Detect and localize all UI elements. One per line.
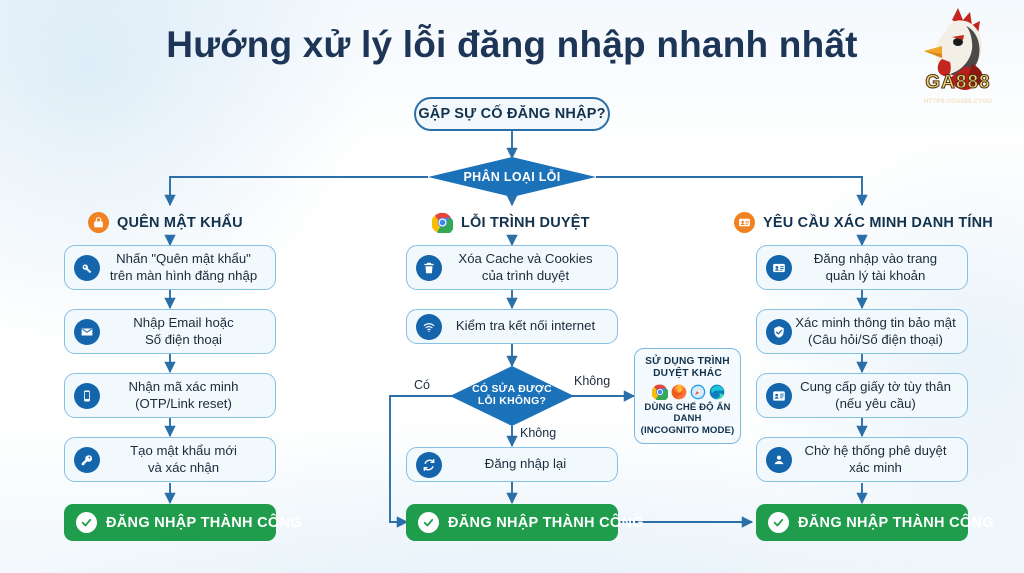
shield-check-icon xyxy=(766,318,792,345)
key-icon xyxy=(74,254,100,281)
success-browser-error-label: ĐĂNG NHẬP THÀNH CÔNG xyxy=(448,514,644,531)
column-header-browser-error[interactable]: LỖI TRÌNH DUYỆT xyxy=(431,212,590,235)
safari-icon xyxy=(690,384,706,400)
step-browser-2-text: Kiểm tra kết nối internet xyxy=(455,318,596,334)
column-header-identity[interactable]: YÊU CẦU XÁC MINH DANH TÍNH xyxy=(734,212,993,233)
step-identity-1[interactable]: Đăng nhập vào trang quản lý tài khoản xyxy=(756,245,968,290)
logo-url-text: HTTPS://GA888.CYOU xyxy=(923,99,993,105)
chrome-icon xyxy=(651,384,669,402)
column-header-browser-error-label: LỖI TRÌNH DUYỆT xyxy=(461,214,590,231)
alternate-browser-box[interactable]: SỬ DỤNG TRÌNH DUYỆT KHÁC xyxy=(634,348,741,444)
column-header-identity-label: YÊU CẦU XÁC MINH DANH TÍNH xyxy=(763,214,993,231)
edge-label-khong-down: Không xyxy=(520,426,557,440)
step-identity-2[interactable]: Xác minh thông tin bảo mật (Câu hỏi/Số đ… xyxy=(756,309,968,354)
step-forgot-4[interactable]: Tạo mật khẩu mới và xác nhận xyxy=(64,437,276,482)
step-forgot-3-text: Nhận mã xác minh (OTP/Link reset) xyxy=(128,379,239,411)
chrome-icon xyxy=(431,212,454,235)
id-card-blue-icon xyxy=(766,254,792,281)
fix-decision-label: CÓ SỬA ĐƯỢC LỖI KHÔNG? xyxy=(472,384,552,407)
check-circle-icon xyxy=(418,512,439,533)
browser-icon-row xyxy=(651,384,725,402)
step-identity-4-text: Chờ hệ thống phê duyệt xác minh xyxy=(804,443,947,475)
step-identity-1-text: Đăng nhập vào trang quản lý tài khoản xyxy=(813,251,938,283)
alternate-browser-title: SỬ DỤNG TRÌNH DUYỆT KHÁC xyxy=(645,355,730,379)
refresh-icon xyxy=(416,451,442,478)
step-browser-2[interactable]: Kiểm tra kết nối internet xyxy=(406,309,618,344)
alternate-browser-bottom-text: DÙNG CHẾ ĐỘ ẨN DANH (INCOGNITO MODE) xyxy=(640,401,735,436)
column-header-forgot-password-label: QUÊN MẬT KHẨU xyxy=(117,214,243,231)
phone-icon xyxy=(74,382,100,409)
step-browser-1[interactable]: Xóa Cache và Cookies của trình duyệt xyxy=(406,245,618,290)
envelope-icon xyxy=(74,318,100,345)
step-forgot-1-text: Nhấn "Quên mật khẩu" trên màn hình đăng … xyxy=(109,251,258,283)
firefox-icon xyxy=(671,384,687,400)
edge-icon xyxy=(709,384,725,400)
step-identity-3[interactable]: Cung cấp giấy tờ tùy thân (nếu yêu cầu) xyxy=(756,373,968,418)
success-identity[interactable]: ĐĂNG NHẬP THÀNH CÔNG xyxy=(756,504,994,541)
user-check-icon xyxy=(766,446,792,473)
fix-decision-node[interactable]: CÓ SỬA ĐƯỢC LỖI KHÔNG? xyxy=(450,366,574,426)
step-identity-2-text: Xác minh thông tin bảo mật (Câu hỏi/Số đ… xyxy=(795,315,956,347)
step-forgot-4-text: Tạo mật khẩu mới và xác nhận xyxy=(130,443,237,475)
lock-icon xyxy=(88,212,109,233)
step-browser-1-text: Xóa Cache và Cookies của trình duyệt xyxy=(458,251,593,283)
step-forgot-2-text: Nhập Email hoặc Số điện thoại xyxy=(133,315,234,347)
check-circle-icon xyxy=(76,512,97,533)
ga888-rooster-logo: GA888 HTTPS://GA888.CYOU xyxy=(906,4,1010,108)
classify-decision-node[interactable]: PHÂN LOẠI LỖI xyxy=(428,157,596,197)
step-forgot-3[interactable]: Nhận mã xác minh (OTP/Link reset) xyxy=(64,373,276,418)
success-forgot-password[interactable]: ĐĂNG NHẬP THÀNH CÔNG xyxy=(64,504,302,541)
classify-decision-label: PHÂN LOẠI LỖI xyxy=(463,169,561,184)
column-header-forgot-password[interactable]: QUÊN MẬT KHẨU xyxy=(88,212,243,233)
key-round-icon xyxy=(74,446,100,473)
id-card-icon xyxy=(734,212,755,233)
step-identity-4[interactable]: Chờ hệ thống phê duyệt xác minh xyxy=(756,437,968,482)
success-forgot-password-label: ĐĂNG NHẬP THÀNH CÔNG xyxy=(106,514,302,531)
wifi-icon xyxy=(416,313,442,340)
success-browser-error[interactable]: ĐĂNG NHẬP THÀNH CÔNG xyxy=(406,504,644,541)
start-node[interactable]: GẶP SỰ CỐ ĐĂNG NHẬP? xyxy=(414,97,610,131)
trash-icon xyxy=(416,254,442,281)
logo-brand-text: GA888 xyxy=(925,72,991,94)
edge-label-khong-right: Không xyxy=(574,374,611,388)
step-identity-3-text: Cung cấp giấy tờ tùy thân (nếu yêu cầu) xyxy=(800,379,951,411)
page-title: Hướng xử lý lỗi đăng nhập nhanh nhất xyxy=(166,24,858,65)
id-badge-icon xyxy=(766,382,792,409)
check-circle-icon xyxy=(768,512,789,533)
step-forgot-2[interactable]: Nhập Email hoặc Số điện thoại xyxy=(64,309,276,354)
edge-label-co: Có xyxy=(414,378,430,392)
step-browser-retry[interactable]: Đăng nhập lại xyxy=(406,447,618,482)
step-forgot-1[interactable]: Nhấn "Quên mật khẩu" trên màn hình đăng … xyxy=(64,245,276,290)
success-identity-label: ĐĂNG NHẬP THÀNH CÔNG xyxy=(798,514,994,531)
start-node-label: GẶP SỰ CỐ ĐĂNG NHẬP? xyxy=(418,106,606,122)
step-browser-retry-text: Đăng nhập lại xyxy=(484,456,567,472)
